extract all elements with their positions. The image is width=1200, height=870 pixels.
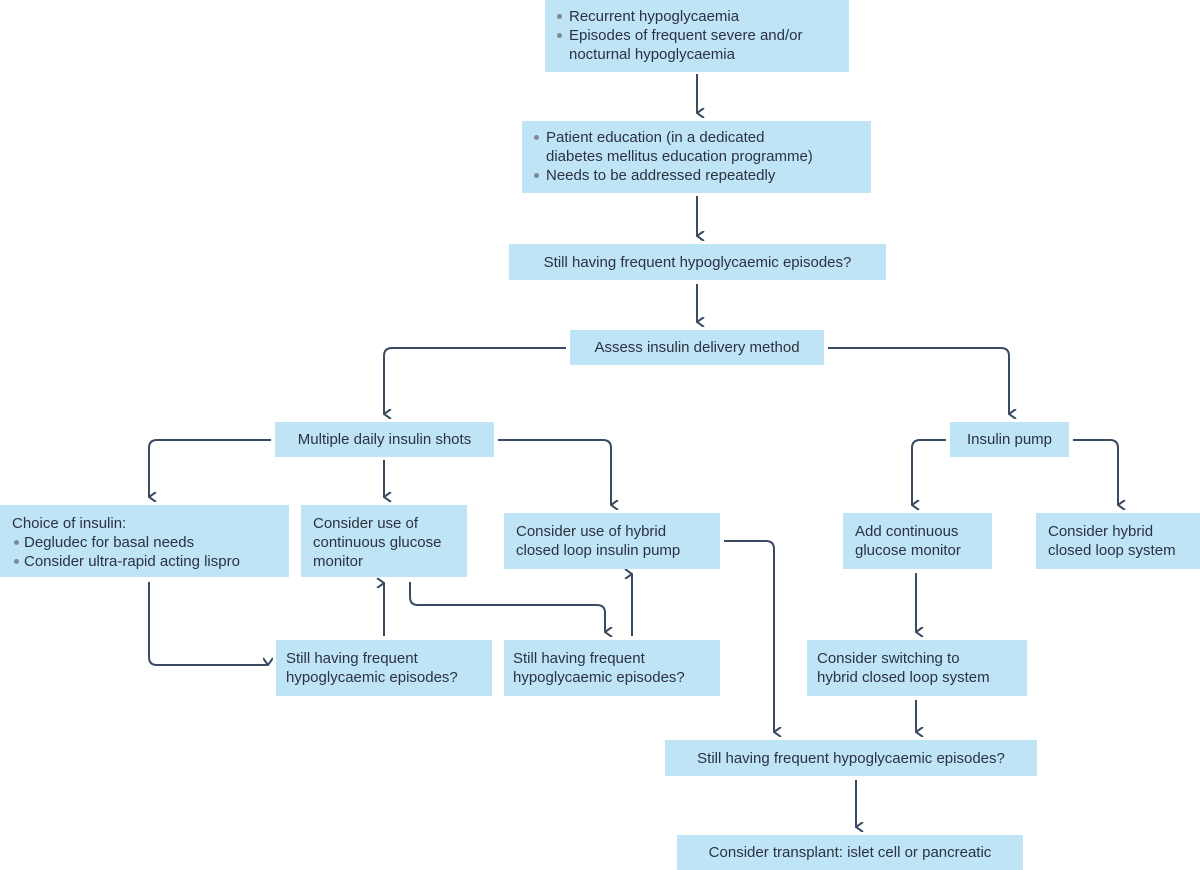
hybrid-system-line-1: Consider hybrid xyxy=(1048,523,1154,540)
arrow-choice-to-still-left xyxy=(148,582,268,666)
still-left-line-1: Still having frequent xyxy=(286,650,418,667)
recurrent-bullet-2: Episodes of frequent severe and/or xyxy=(555,26,839,45)
still-left-line-2: hypoglycaemic episodes? xyxy=(286,669,458,686)
still-having-top-text: Still having frequent hypoglycaemic epis… xyxy=(543,254,852,271)
arrow-pump-to-add-cgm xyxy=(911,439,946,505)
arrow-cgm-to-still-mid xyxy=(409,582,605,632)
recurrent-bullet-1: Recurrent hypoglycaemia xyxy=(555,7,839,26)
choice-of-insulin-box: Choice of insulin: Degludec for basal ne… xyxy=(0,505,289,577)
still-having-bottom-text: Still having frequent hypoglycaemic epis… xyxy=(697,750,1005,767)
switch-hybrid-box: Consider switching to hybrid closed loop… xyxy=(807,640,1027,696)
add-cgm-line-2: glucose monitor xyxy=(855,542,961,559)
add-cgm-box: Add continuous glucose monitor xyxy=(843,513,992,569)
switch-hybrid-line-2: hybrid closed loop system xyxy=(817,669,990,686)
education-bullet-1: Patient education (in a dedicated xyxy=(532,128,861,147)
hybrid-system-line-2: closed loop system xyxy=(1048,542,1176,559)
cgm-line-3: monitor xyxy=(313,553,364,570)
still-having-top-box: Still having frequent hypoglycaemic epis… xyxy=(509,244,886,280)
choice-bullet-2: Consider ultra-rapid acting lispro xyxy=(12,552,277,571)
insulin-pump-box: Insulin pump xyxy=(950,422,1069,457)
hybrid-pump-line-1: Consider use of hybrid xyxy=(516,523,667,540)
arrow-assess-to-pump xyxy=(828,347,1009,414)
arrow-hybrid-pump-to-still-bottom xyxy=(724,540,774,732)
multiple-daily-shots-text: Multiple daily insulin shots xyxy=(297,431,472,448)
arrow-mdi-to-choice xyxy=(148,439,271,497)
cgm-line-2: continuous glucose xyxy=(313,534,442,551)
education-bullet-1-cont: diabetes mellitus education programme) xyxy=(546,148,813,165)
consider-hybrid-pump-box: Consider use of hybrid closed loop insul… xyxy=(504,513,720,569)
recurrent-bullet-2-cont: nocturnal hypoglycaemia xyxy=(569,46,735,63)
arrow-pump-to-hybrid-system xyxy=(1073,439,1118,505)
hybrid-pump-line-2: closed loop insulin pump xyxy=(516,542,681,559)
recurrent-hypoglycaemia-box: Recurrent hypoglycaemia Episodes of freq… xyxy=(545,0,849,72)
add-cgm-line-1: Add continuous xyxy=(855,523,959,540)
patient-education-box: Patient education (in a dedicated diabet… xyxy=(522,121,871,193)
consider-transplant-text: Consider transplant: islet cell or pancr… xyxy=(708,844,992,861)
consider-hybrid-system-box: Consider hybrid closed loop system xyxy=(1036,513,1200,569)
multiple-daily-shots-box: Multiple daily insulin shots xyxy=(275,422,494,457)
cgm-line-1: Consider use of xyxy=(313,515,419,532)
still-having-bottom-box: Still having frequent hypoglycaemic epis… xyxy=(665,740,1037,776)
consider-transplant-box: Consider transplant: islet cell or pancr… xyxy=(677,835,1023,870)
choice-title: Choice of insulin: xyxy=(12,515,127,532)
arrow-mdi-to-hybrid-pump xyxy=(498,439,611,505)
still-having-left-box: Still having frequent hypoglycaemic epis… xyxy=(276,640,492,696)
assess-delivery-box: Assess insulin delivery method xyxy=(570,330,824,365)
education-bullet-2: Needs to be addressed repeatedly xyxy=(532,166,861,185)
consider-cgm-box: Consider use of continuous glucose monit… xyxy=(301,505,467,577)
assess-delivery-text: Assess insulin delivery method xyxy=(594,339,800,356)
switch-hybrid-line-1: Consider switching to xyxy=(817,650,960,667)
still-mid-line-2: hypoglycaemic episodes? xyxy=(513,669,685,686)
choice-bullet-1: Degludec for basal needs xyxy=(12,533,277,552)
insulin-pump-text: Insulin pump xyxy=(966,431,1053,448)
still-having-mid-box: Still having frequent hypoglycaemic epis… xyxy=(504,640,720,696)
arrow-assess-to-mdi xyxy=(383,347,566,414)
still-mid-line-1: Still having frequent xyxy=(513,650,645,667)
